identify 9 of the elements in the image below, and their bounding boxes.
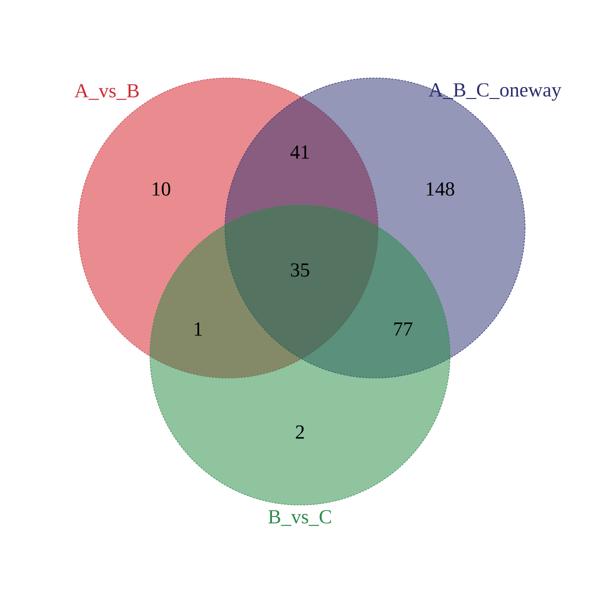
set-label: B_vs_C (268, 510, 331, 526)
count-label: 35 (291, 263, 310, 277)
count-label: 1 (194, 322, 202, 336)
count-label: 10 (152, 182, 170, 196)
count-label: 77 (394, 322, 412, 336)
set-label: A_vs_B (74, 84, 139, 100)
count-label: 41 (290, 145, 309, 159)
count-label: 148 (426, 182, 454, 196)
count-label: 2 (296, 425, 304, 439)
